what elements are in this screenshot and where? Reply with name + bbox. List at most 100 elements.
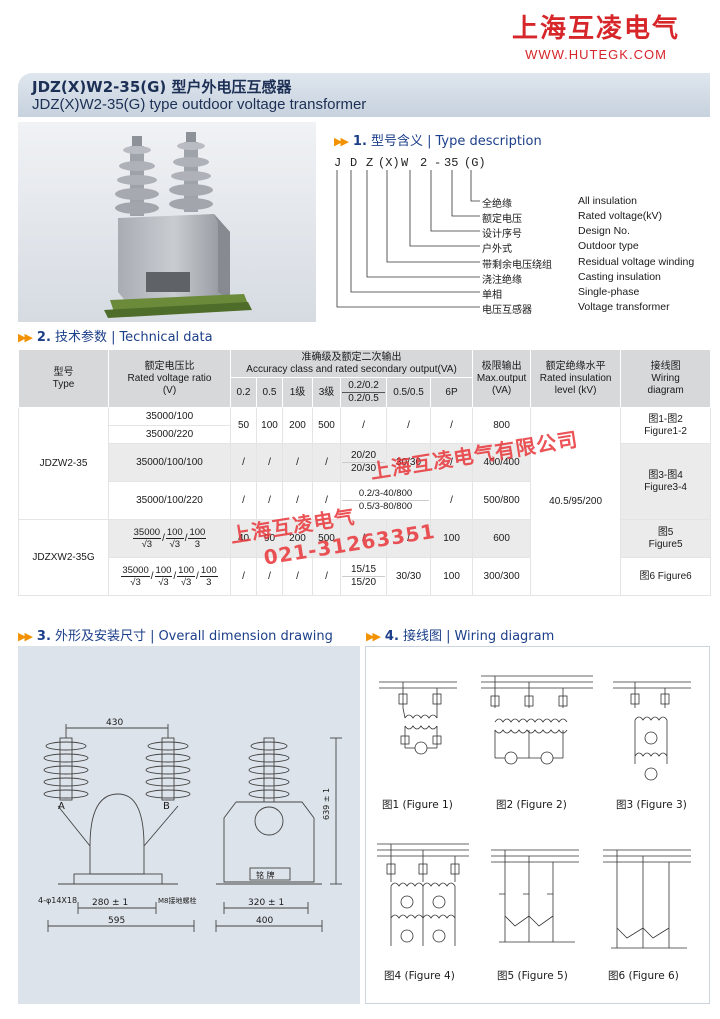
wiring-diagram-panel [365, 646, 710, 1004]
figure-3-diagram [613, 681, 691, 781]
figure-6-caption: 图6 (Figure 6) [608, 970, 679, 982]
terminal-b-label: B [163, 801, 170, 812]
code-x: (X) [378, 156, 400, 170]
brand-name: 上海互凌电气 [511, 14, 680, 44]
cell-wiring-4: 图6 Figure6 [620, 557, 712, 596]
dim-320: 320 ± 1 [248, 898, 285, 908]
dim-639: 639 ± 1 [322, 787, 331, 820]
desc-cn-2: 设计序号 [482, 229, 522, 240]
figure-1-caption: 图1 (Figure 1) [382, 799, 453, 811]
figure-5-diagram [491, 849, 579, 943]
code-35: 35 [444, 156, 459, 170]
front-bushing-left [43, 737, 89, 801]
code-j: J [334, 156, 342, 170]
arrow-icon: ▶▶ [18, 630, 33, 643]
section-wiring-diagram: ▶▶4. 接线图|Wiring diagram [366, 629, 555, 644]
desc-cn-3: 户外式 [482, 244, 512, 255]
bushing-right [169, 132, 213, 212]
th-acc-1: 1级 [282, 377, 313, 408]
page-title-en: JDZ(X)W2-35(G) type outdoor voltage tran… [32, 96, 367, 113]
brand-url[interactable]: WWW.HUTEGK.COM [525, 47, 667, 62]
th-acc-02: 0.2 [230, 377, 257, 408]
header-band [18, 73, 710, 117]
product-photo [18, 122, 316, 322]
figure-1-diagram [379, 681, 457, 755]
cell-type-jdzw2: JDZW2-35 [18, 407, 109, 520]
dim-ground: M8接地螺栓 [158, 897, 197, 905]
section-dimension-drawing: ▶▶3. 外形及安装尺寸|Overall dimension drawing [18, 629, 333, 644]
figure-2-caption: 图2 (Figure 2) [496, 799, 567, 811]
code-2: 2 [420, 156, 428, 170]
code-w: W [401, 156, 409, 170]
brand-block: 上海互凌电气 WWW.HUTEGK.COM [512, 8, 680, 62]
cell-insulation: 40.5/95/200 [530, 407, 622, 596]
desc-cn-5: 浇注绝缘 [482, 275, 522, 286]
table-row: JDZW2-35 35000/100 50 100 200 500 / / / … [18, 407, 712, 596]
arrow-icon: ▶▶ [334, 135, 349, 148]
th-acc-0505: 0.5/0.5 [386, 377, 431, 408]
cell-type-jdzxw2: JDZXW2-35G [18, 519, 109, 596]
desc-en-3: Outdoor type [578, 240, 639, 252]
desc-en-1: Rated voltage(kV) [578, 210, 663, 222]
figure-3-caption: 图3 (Figure 3) [616, 799, 687, 811]
desc-cn-6: 单相 [482, 290, 502, 301]
desc-cn-0: 全绝缘 [482, 199, 512, 210]
terminal-a-label: A [58, 801, 65, 812]
desc-en-4: Residual voltage winding [578, 256, 695, 268]
code-g: (G) [464, 156, 486, 170]
desc-en-6: Single-phase [578, 286, 640, 298]
th-acc-3: 3级 [312, 377, 341, 408]
arrow-icon: ▶▶ [18, 331, 33, 344]
section-type-description: ▶▶1. 型号含义|Type description [334, 134, 542, 149]
dim-280: 280 ± 1 [92, 898, 129, 908]
code-z: Z [366, 156, 374, 170]
desc-cn-7: 电压互感器 [482, 305, 532, 316]
th-acc-6p: 6P [429, 377, 474, 408]
desc-en-2: Design No. [578, 225, 630, 237]
figure-5-caption: 图5 (Figure 5) [497, 970, 568, 982]
bushing-left [115, 136, 159, 216]
figure-4-caption: 图4 (Figure 4) [384, 970, 455, 982]
dim-bolt: 4-φ14X18 [38, 896, 78, 905]
th-acc-05: 0.5 [256, 377, 283, 408]
desc-cn-1: 额定电压 [482, 214, 522, 225]
dim-400: 400 [256, 916, 274, 926]
side-bushing [248, 737, 290, 803]
wiring-diagrams [377, 675, 691, 949]
front-bushing-right [145, 737, 191, 801]
nameplate-label: 铭 牌 [256, 871, 275, 880]
type-leader-lines [336, 170, 480, 308]
page-title-cn: JDZ(X)W2-35(G) 型户外电压互感器 [32, 78, 292, 96]
code-d: D [350, 156, 358, 170]
dim-430: 430 [106, 718, 124, 728]
figure-6-diagram [603, 849, 691, 949]
dimension-drawing [43, 724, 342, 932]
dimension-drawing-panel [18, 646, 360, 1004]
figure-2-diagram [481, 675, 593, 765]
code-dash: - [434, 156, 442, 170]
desc-en-5: Casting insulation [578, 271, 661, 283]
arrow-icon: ▶▶ [366, 630, 381, 643]
desc-en-0: All insulation [578, 195, 637, 207]
desc-cn-4: 带剩余电压绕组 [482, 260, 552, 271]
desc-en-7: Voltage transformer [578, 301, 670, 313]
section-technical-data: ▶▶2. 技术参数|Technical data [18, 330, 213, 345]
dim-595: 595 [108, 916, 126, 926]
